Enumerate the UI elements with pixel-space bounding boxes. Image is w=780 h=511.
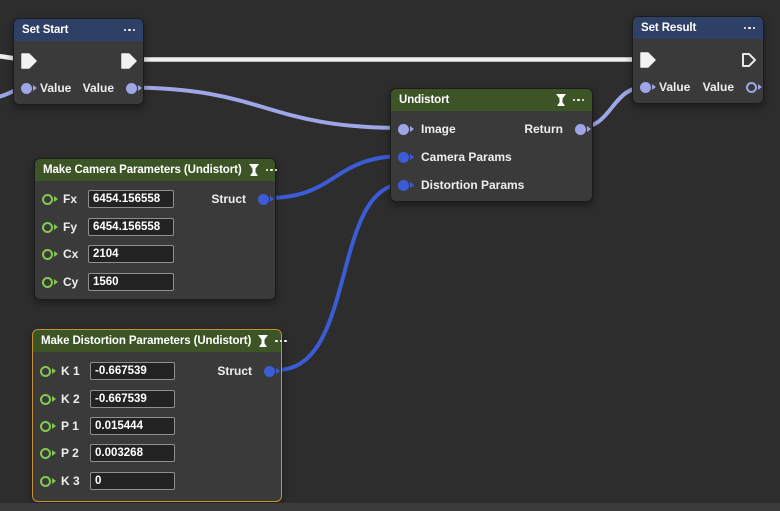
fx-value-field[interactable] <box>88 190 174 208</box>
node-make-camera-parameters-header[interactable]: Make Camera Parameters (Undistort) <box>35 159 278 181</box>
k1-value-field[interactable] <box>90 362 175 380</box>
cx-value-field[interactable] <box>88 245 174 263</box>
p2-input-pin[interactable] <box>40 447 56 459</box>
ellipsis-menu-icon[interactable] <box>275 339 287 343</box>
distortion-params-input-pin[interactable] <box>398 179 414 191</box>
value-output-label: Value <box>702 80 734 94</box>
fy-label: Fy <box>63 220 78 234</box>
fy-value-field[interactable] <box>88 218 174 236</box>
ellipsis-menu-icon[interactable] <box>743 26 755 30</box>
k3-label: K 3 <box>61 474 80 488</box>
node-make-distortion-parameters-header[interactable]: Make Distortion Parameters (Undistort) <box>33 330 287 352</box>
value-output-pin[interactable] <box>126 82 142 94</box>
bottom-panel-edge <box>0 503 780 511</box>
ellipsis-menu-icon[interactable] <box>572 98 584 102</box>
k2-input-pin[interactable] <box>40 393 56 405</box>
p1-label: P 1 <box>61 419 79 433</box>
p1-value-field[interactable] <box>90 417 175 435</box>
image-input-pin[interactable] <box>398 123 414 135</box>
return-output-label: Return <box>524 122 563 136</box>
struct-output-pin[interactable] <box>264 365 280 377</box>
cy-value-field[interactable] <box>88 273 174 291</box>
node-title: Set Start <box>22 24 69 36</box>
cx-input-pin[interactable] <box>42 248 58 260</box>
p1-input-pin[interactable] <box>40 420 56 432</box>
distortion-params-input-label: Distortion Params <box>421 178 525 192</box>
value-input-label: Value <box>40 81 72 95</box>
p2-value-field[interactable] <box>90 444 175 462</box>
struct-output-label: Struct <box>217 364 252 378</box>
camera-params-input-label: Camera Params <box>421 150 512 164</box>
image-input-label: Image <box>421 122 456 136</box>
k2-label: K 2 <box>61 392 80 406</box>
wire-camerastruct-to-undistort-cameraparams[interactable] <box>266 154 405 200</box>
cx-label: Cx <box>63 247 79 261</box>
value-input-label: Value <box>659 80 691 94</box>
struct-output-label: Struct <box>211 192 246 206</box>
k1-label: K 1 <box>61 364 80 378</box>
node-set-start[interactable]: Set Start Value Value <box>13 18 144 105</box>
camera-params-input-pin[interactable] <box>398 151 414 163</box>
fx-label: Fx <box>63 192 78 206</box>
exec-output-pin[interactable] <box>121 52 137 70</box>
node-set-result[interactable]: Set Result Value Value <box>632 16 764 104</box>
wire-distortionstruct-to-undistort-distortionparams[interactable] <box>276 182 405 372</box>
ellipsis-menu-icon[interactable] <box>123 28 135 32</box>
value-input-pin[interactable] <box>21 82 37 94</box>
p2-label: P 2 <box>61 446 79 460</box>
node-undistort-header[interactable]: Undistort <box>391 89 592 111</box>
node-title: Undistort <box>399 94 450 106</box>
node-set-result-header[interactable]: Set Result <box>633 17 763 39</box>
exec-input-pin[interactable] <box>640 51 656 69</box>
k3-value-field[interactable] <box>90 472 175 490</box>
node-title: Make Distortion Parameters (Undistort) <box>41 335 252 347</box>
cy-input-pin[interactable] <box>42 276 58 288</box>
node-undistort[interactable]: Undistort Image Return Camera Params Dis… <box>390 88 593 202</box>
fy-input-pin[interactable] <box>42 221 58 233</box>
k2-value-field[interactable] <box>90 390 175 408</box>
node-set-start-header[interactable]: Set Start <box>14 19 143 41</box>
flask-icon <box>248 164 260 176</box>
exec-output-pin[interactable] <box>741 51 757 69</box>
flask-icon <box>257 335 269 347</box>
value-input-pin[interactable] <box>640 81 656 93</box>
fx-input-pin[interactable] <box>42 193 58 205</box>
cy-label: Cy <box>63 275 79 289</box>
struct-output-pin[interactable] <box>258 193 274 205</box>
value-wire-setstart-to-undistort-image[interactable] <box>125 85 405 130</box>
value-output-pin[interactable] <box>746 81 762 93</box>
node-title: Make Camera Parameters (Undistort) <box>43 164 242 176</box>
k3-input-pin[interactable] <box>40 475 56 487</box>
node-title: Set Result <box>641 22 697 34</box>
flask-icon <box>555 94 567 106</box>
return-output-pin[interactable] <box>575 123 591 135</box>
exec-input-pin[interactable] <box>21 52 37 70</box>
ellipsis-menu-icon[interactable] <box>265 168 278 172</box>
node-make-distortion-parameters[interactable]: Make Distortion Parameters (Undistort) K… <box>32 329 287 502</box>
value-output-label: Value <box>82 81 114 95</box>
k1-input-pin[interactable] <box>40 365 56 377</box>
node-make-camera-parameters[interactable]: Make Camera Parameters (Undistort) Fx St… <box>34 158 278 300</box>
